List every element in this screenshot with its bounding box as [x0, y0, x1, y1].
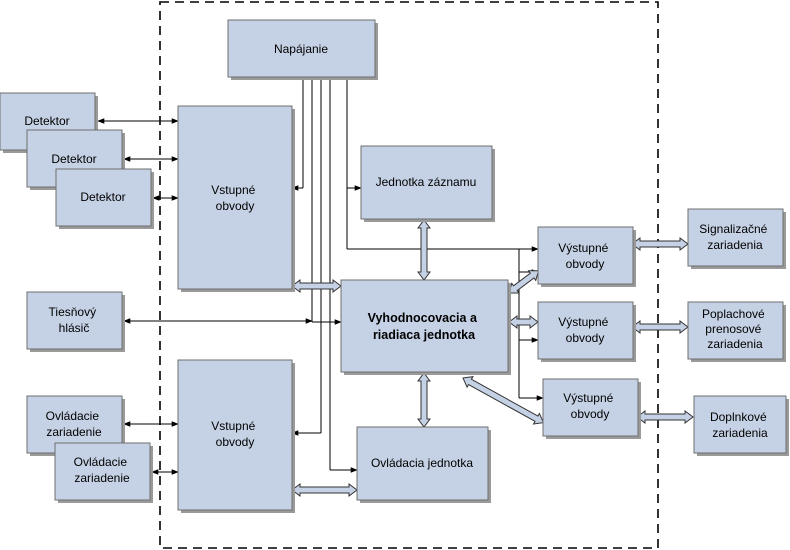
output-2-line-1: Výstupné: [558, 315, 608, 329]
svg-text:Signalizačné zariadenia: Signalizačné zariadenia: [699, 222, 770, 252]
input-lower-line-1: Vstupné: [211, 419, 255, 433]
svg-text:Vstupné obvody: Vstupné obvody: [211, 183, 258, 213]
input-upper-line-2: obvody: [216, 199, 255, 213]
input-upper-line-1: Vstupné: [211, 183, 255, 197]
additional-line-1: Doplnkové: [710, 410, 767, 424]
evaluation-line-1: Vyhodnocovacia a: [368, 311, 478, 325]
power-label: Napájanie: [274, 42, 328, 56]
additional-devices-block: Doplnkové zariadenia: [693, 395, 789, 456]
recording-unit-label: Jednotka záznamu: [376, 175, 477, 189]
svg-text:Výstupné obvody: Výstupné obvody: [558, 315, 611, 345]
output-circuits-block-2: Výstupné obvody: [537, 301, 636, 362]
system-boundary: [159, 1, 659, 549]
svg-text:Výstupné obvody: Výstupné obvody: [558, 241, 611, 271]
input-lower-line-2: obvody: [216, 435, 255, 449]
detector-1-label: Detektor: [24, 114, 69, 128]
svg-text:Ovládacie zariadenie: Ovládacie zariadenie: [74, 455, 131, 485]
svg-text:Výstupné obvody: Výstupné obvody: [563, 391, 616, 421]
output-1-line-2: obvody: [566, 257, 605, 271]
svg-text:Vstupné obvody: Vstupné obvody: [211, 419, 258, 449]
power-block: Napájanie: [227, 19, 378, 80]
svg-text:Vyhodnocovacia a riadiac: Vyhodnocovacia a riadiaca jednotka: [368, 311, 481, 342]
output-1-line-1: Výstupné: [558, 241, 608, 255]
control-device-2-line-1: Ovládacie: [74, 455, 128, 469]
detector-block-2: Detektor: [26, 129, 125, 190]
control-device-1-line-2: zariadenie: [46, 425, 102, 439]
recording-unit-block: Jednotka záznamu: [360, 145, 495, 222]
signaling-line-1: Signalizačné: [699, 222, 767, 236]
output-circuits-block-3: Výstupné obvody: [542, 378, 641, 439]
panic-line-1: Tiesňový: [49, 305, 97, 319]
svg-text:Poplachové prenosové: Poplachové prenosové zariadenia: [702, 307, 768, 351]
signaling-line-2: zariadenia: [707, 238, 763, 252]
detector-block-1: Detektor: [0, 92, 98, 153]
detector-2-label: Detektor: [51, 152, 96, 166]
alarm-line-3: zariadenia: [707, 337, 763, 351]
output-3-line-2: obvody: [571, 407, 610, 421]
evaluation-line-2: riadiaca jednotka: [373, 328, 476, 342]
svg-text:Tiesňový hlásič: Tiesňový hlásič: [49, 305, 100, 335]
detector-3-label: Detektor: [80, 190, 125, 204]
output-circuits-block-1: Výstupné obvody: [537, 226, 636, 287]
input-circuits-lower-block: Vstupné obvody: [177, 359, 295, 513]
control-device-2-line-2: zariadenie: [74, 471, 130, 485]
panic-button-block: Tiesňový hlásič: [26, 291, 125, 352]
control-device-block-2: Ovládacie zariadenie: [54, 442, 153, 503]
additional-line-2: zariadenia: [712, 426, 768, 440]
input-circuits-upper-block: Vstupné obvody: [177, 105, 295, 292]
svg-text:Ovládacie zariadenie: Ovládacie zariadenie: [46, 409, 103, 439]
control-device-1-line-1: Ovládacie: [46, 409, 100, 423]
signaling-devices-block: Signalizačné zariadenia: [687, 208, 786, 269]
panic-line-2: hlásič: [59, 321, 90, 335]
control-unit-block: Ovládacia jednotka: [356, 426, 491, 503]
svg-text:Doplnkové zariadenia: Doplnkové zariadenia: [710, 410, 770, 440]
alarm-transmission-block: Poplachové prenosové zariadenia: [687, 301, 786, 362]
control-unit-label: Ovládacia jednotka: [371, 456, 473, 470]
detector-block-3: Detektor: [55, 168, 154, 229]
evaluation-unit-block: Vyhodnocovacia a riadiaca jednotka: [340, 279, 511, 375]
alarm-line-2: prenosové: [705, 322, 761, 336]
alarm-line-1: Poplachové: [702, 307, 765, 321]
output-2-line-2: obvody: [566, 331, 605, 345]
output-3-line-1: Výstupné: [563, 391, 613, 405]
